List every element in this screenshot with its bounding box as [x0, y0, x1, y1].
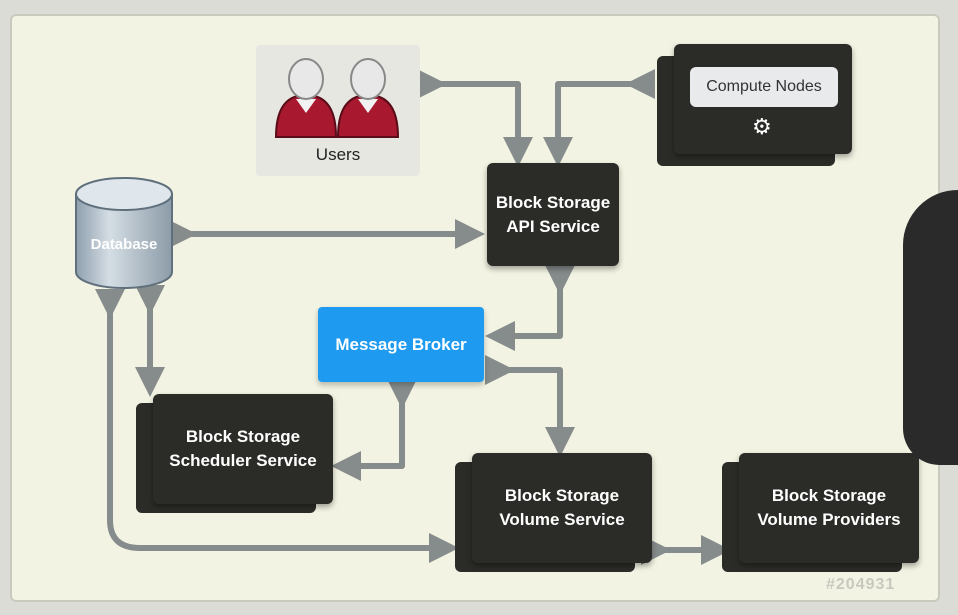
scheduler-service-card: Block Storage Scheduler Service: [153, 394, 333, 504]
database-label: Database: [90, 236, 158, 253]
api-service-label: Block Storage API Service: [495, 192, 611, 236]
user-icon: [274, 58, 338, 138]
api-service-card: Block Storage API Service: [487, 163, 619, 266]
gear-icon: ⚙: [752, 114, 772, 139]
arrow-compute-api: [543, 69, 655, 167]
volume-providers-card: Block Storage Volume Providers: [739, 453, 919, 563]
volume-service-label: Block Storage Volume Service: [499, 486, 625, 529]
arrow-db-volume: [95, 289, 459, 563]
arrow-api-broker: [485, 265, 575, 351]
arrow-users-api: [417, 69, 533, 167]
watermark: #204931: [826, 576, 896, 593]
volume-service-card: Block Storage Volume Service: [472, 453, 652, 563]
users-label: Users: [315, 145, 361, 164]
message-broker-label: Message Broker: [335, 334, 467, 354]
users-box: Users: [256, 45, 420, 176]
compute-nodes-label: Compute Nodes: [690, 67, 838, 107]
user-icon: [336, 58, 400, 138]
volume-providers-label: Block Storage Volume Providers: [757, 486, 901, 529]
arrow-broker-volume: [485, 355, 575, 457]
arrow-broker-scheduler: [331, 379, 417, 481]
presenter-silhouette: [903, 190, 958, 465]
message-broker-box: Message Broker: [318, 307, 484, 382]
scheduler-service-label: Block Storage Scheduler Service: [169, 427, 317, 470]
database-icon: [75, 177, 173, 289]
